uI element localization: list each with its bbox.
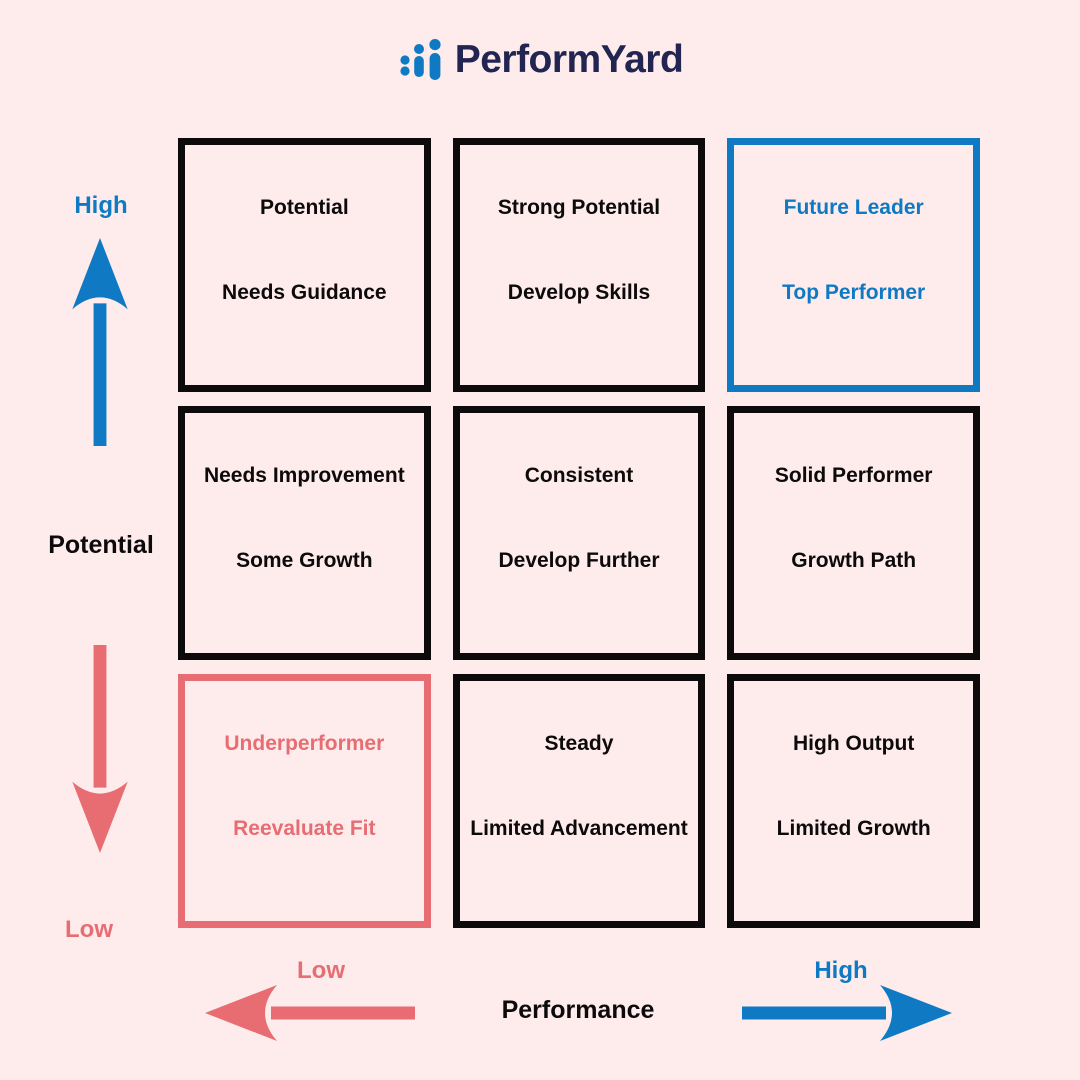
cell-title: Needs Improvement [203,464,405,487]
x-axis-title: Performance [501,996,655,1024]
cell-title: Future Leader [783,196,924,219]
cell-subtitle: Needs Guidance [222,281,387,304]
cell-title: Potential [259,196,349,219]
cell-subtitle: Develop Further [498,549,660,572]
cell-future-leader: Future Leader Top Performer [727,138,980,392]
cell-low-potential-mid-performance: Steady Limited Advancement [452,674,706,928]
cell-title: Solid Performer [774,464,933,487]
nine-box-grid: Potential Needs Guidance Strong Potentia… [178,138,980,928]
y-axis-high-label: High [74,192,128,219]
cell-mid-potential-low-performance: Needs Improvement Some Growth [178,406,431,660]
cell-subtitle: Some Growth [236,549,373,572]
cell-title: Underperformer [224,732,385,755]
cell-subtitle: Limited Advancement [470,817,688,840]
cell-low-potential-high-performance: High Output Limited Growth [727,674,980,928]
cell-title: Strong Potential [497,196,661,219]
cell-mid-potential-mid-performance: Consistent Develop Further [452,406,706,660]
x-axis-low-label: Low [297,957,345,984]
cell-high-potential-mid-performance: Strong Potential Develop Skills [452,138,706,392]
cell-title: Consistent [524,464,634,487]
brand-header: PerformYard [0,34,1080,86]
brand-name: PerformYard [454,38,684,81]
cell-subtitle: Develop Skills [507,281,651,304]
cell-subtitle: Limited Growth [776,817,931,840]
y-axis-low-label: Low [65,916,113,943]
arrow-right-icon [742,985,952,1041]
cell-title: Steady [544,732,614,755]
cell-subtitle: Top Performer [782,281,926,304]
arrow-left-icon [205,985,415,1041]
arrow-up-icon [72,238,128,446]
cell-underperformer: Underperformer Reevaluate Fit [178,674,431,928]
bar-chart-people-icon [400,39,441,80]
cell-mid-potential-high-performance: Solid Performer Growth Path [727,406,980,660]
y-axis-title: Potential [48,531,154,559]
cell-high-potential-low-performance: Potential Needs Guidance [178,138,431,392]
arrow-down-icon [72,645,128,853]
cell-subtitle: Growth Path [791,549,917,572]
cell-title: High Output [793,732,915,755]
cell-subtitle: Reevaluate Fit [233,817,376,840]
x-axis-high-label: High [814,957,868,984]
